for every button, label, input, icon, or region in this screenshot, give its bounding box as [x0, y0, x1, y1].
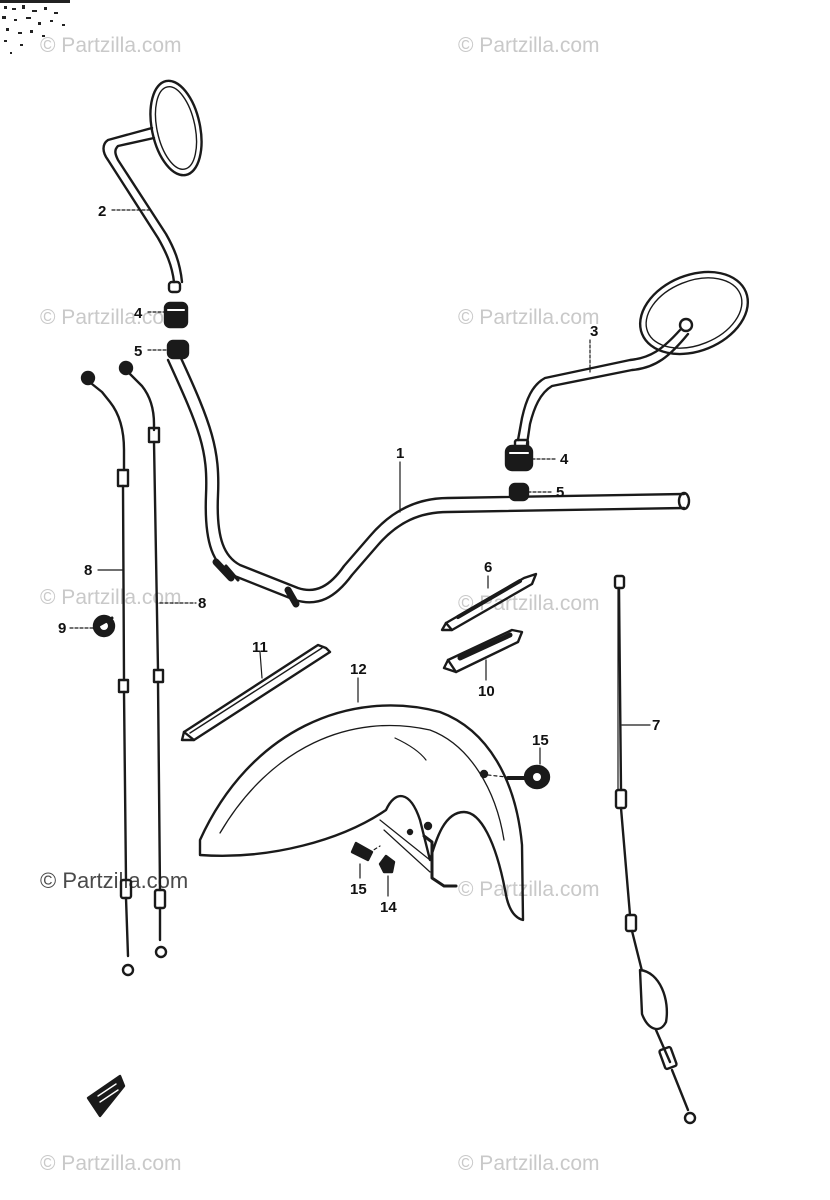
cable-throttle-a: [80, 370, 135, 977]
watermark: © Partzilla.com: [458, 34, 600, 57]
callout-4-right: 4: [560, 451, 569, 468]
callout-5-left: 5: [134, 343, 143, 360]
callout-5-right: 5: [556, 484, 565, 501]
watermark: © Partzilla.com: [458, 878, 600, 901]
callout-4-left: 4: [134, 305, 143, 322]
callout-7: 7: [652, 717, 661, 734]
handlebar: [166, 354, 691, 608]
watermark: © Partzilla.com: [458, 1152, 600, 1175]
bracket-10: [442, 628, 524, 674]
watermark: © Partzilla.com: [40, 586, 182, 609]
callout-2: 2: [98, 203, 107, 220]
callout-15-right: 15: [532, 732, 549, 749]
callout-8-b: 8: [198, 595, 207, 612]
scan-noise: [0, 0, 70, 54]
nut-14: [378, 854, 396, 874]
washer-right: [508, 482, 530, 502]
front-fender: [198, 704, 525, 922]
washer-left: [166, 339, 190, 360]
callout-8-a: 8: [84, 562, 93, 579]
callout-1: 1: [396, 445, 405, 462]
front-arrow-icon: [86, 1074, 126, 1118]
watermark: © Partzilla.com: [40, 1152, 182, 1175]
callout-12: 12: [350, 661, 367, 678]
cable-throttle-b: [118, 360, 168, 959]
callout-3: 3: [590, 323, 599, 340]
callout-14: 14: [380, 899, 397, 916]
nut-left: [163, 301, 189, 329]
cable-clutch: [613, 574, 697, 1125]
strap-small: [440, 572, 538, 632]
callout-6: 6: [484, 559, 493, 576]
strap-11: [180, 643, 332, 742]
mirror-left: [102, 79, 203, 294]
bolt-15-left: [350, 841, 381, 862]
watermark: © Partzilla.com: [40, 34, 182, 57]
nut-right: [504, 444, 534, 472]
callout-11: 11: [252, 639, 268, 656]
callout-15-left: 15: [350, 881, 367, 898]
watermark: © Partzilla.com: [458, 306, 600, 329]
watermark: © Partzilla.com: [40, 306, 182, 329]
cable-adjuster: [92, 614, 116, 638]
callout-10: 10: [478, 683, 495, 700]
callout-9: 9: [58, 620, 67, 637]
mirror-right: [513, 270, 750, 450]
bolt-15-right: [479, 764, 551, 790]
leader-lines: [69, 209, 651, 897]
